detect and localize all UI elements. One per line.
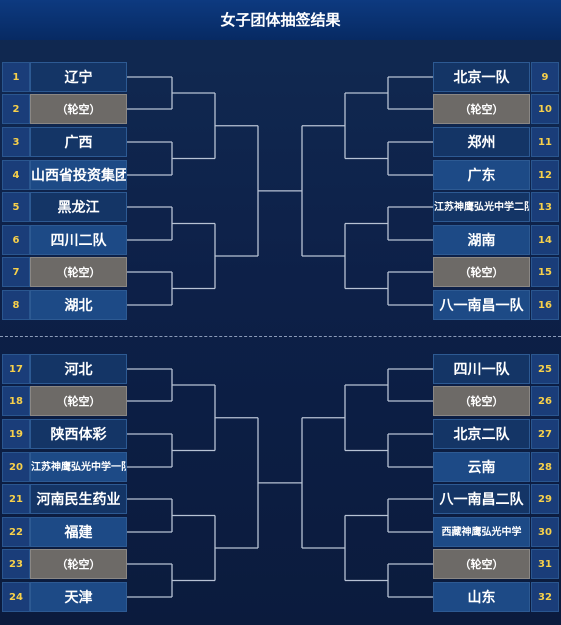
team-slot: 河南民生药业 — [30, 484, 127, 514]
team-slot: 辽宁 — [30, 62, 127, 92]
bye-slot: （轮空） — [433, 257, 530, 287]
team-slot: 八一南昌二队 — [433, 484, 530, 514]
seed-number: 27 — [531, 419, 559, 449]
team-slot: 湖北 — [30, 290, 127, 320]
team-slot: 江苏神鹰弘光中学二队 — [433, 192, 530, 222]
team-slot: 四川一队 — [433, 354, 530, 384]
seed-number: 23 — [2, 549, 30, 579]
team-slot: 郑州 — [433, 127, 530, 157]
seed-number: 4 — [2, 160, 30, 190]
page-title: 女子团体抽签结果 — [0, 0, 561, 40]
team-slot: 陕西体彩 — [30, 419, 127, 449]
seed-number: 18 — [2, 386, 30, 416]
half-divider — [0, 336, 561, 337]
team-slot: 湖南 — [433, 225, 530, 255]
seed-number: 20 — [2, 452, 30, 482]
seed-number: 7 — [2, 257, 30, 287]
seed-number: 2 — [2, 94, 30, 124]
seed-number: 31 — [531, 549, 559, 579]
seed-number: 17 — [2, 354, 30, 384]
team-slot: 河北 — [30, 354, 127, 384]
seed-number: 13 — [531, 192, 559, 222]
seed-number: 28 — [531, 452, 559, 482]
team-slot: 四川二队 — [30, 225, 127, 255]
seed-number: 29 — [531, 484, 559, 514]
seed-number: 14 — [531, 225, 559, 255]
seed-number: 19 — [2, 419, 30, 449]
team-slot: 西藏神鹰弘光中学 — [433, 517, 530, 547]
seed-number: 9 — [531, 62, 559, 92]
seed-number: 30 — [531, 517, 559, 547]
team-slot: 云南 — [433, 452, 530, 482]
seed-number: 21 — [2, 484, 30, 514]
team-slot: 八一南昌一队 — [433, 290, 530, 320]
team-slot: 广东 — [433, 160, 530, 190]
seed-number: 3 — [2, 127, 30, 157]
seed-number: 8 — [2, 290, 30, 320]
team-slot: 天津 — [30, 582, 127, 612]
team-slot: 北京二队 — [433, 419, 530, 449]
bye-slot: （轮空） — [30, 549, 127, 579]
bye-slot: （轮空） — [433, 549, 530, 579]
seed-number: 15 — [531, 257, 559, 287]
team-slot: 福建 — [30, 517, 127, 547]
seed-number: 32 — [531, 582, 559, 612]
team-slot: 黑龙江 — [30, 192, 127, 222]
seed-number: 6 — [2, 225, 30, 255]
seed-number: 1 — [2, 62, 30, 92]
seed-number: 25 — [531, 354, 559, 384]
seed-number: 26 — [531, 386, 559, 416]
bye-slot: （轮空） — [433, 94, 530, 124]
team-slot: 山东 — [433, 582, 530, 612]
seed-number: 16 — [531, 290, 559, 320]
team-slot: 山西省投资集团 — [30, 160, 127, 190]
seed-number: 10 — [531, 94, 559, 124]
seed-number: 5 — [2, 192, 30, 222]
bye-slot: （轮空） — [30, 257, 127, 287]
bye-slot: （轮空） — [30, 386, 127, 416]
team-slot: 北京一队 — [433, 62, 530, 92]
seed-number: 24 — [2, 582, 30, 612]
bye-slot: （轮空） — [30, 94, 127, 124]
bye-slot: （轮空） — [433, 386, 530, 416]
team-slot: 江苏神鹰弘光中学一队 — [30, 452, 127, 482]
seed-number: 11 — [531, 127, 559, 157]
seed-number: 22 — [2, 517, 30, 547]
team-slot: 广西 — [30, 127, 127, 157]
seed-number: 12 — [531, 160, 559, 190]
